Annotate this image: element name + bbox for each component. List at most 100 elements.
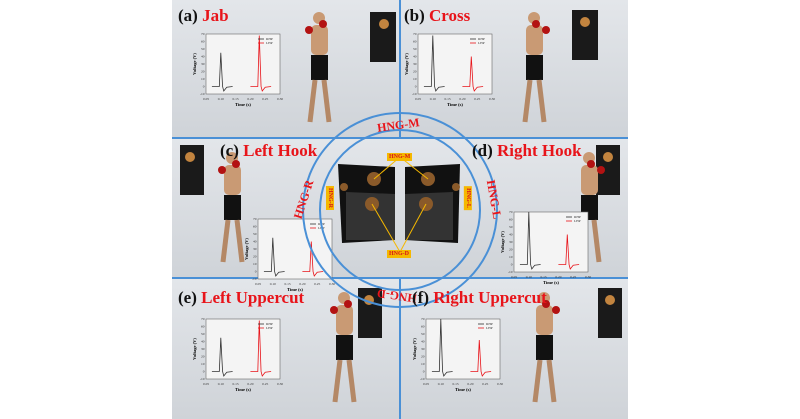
- lhp-series: [558, 234, 580, 270]
- boxer-figure: [532, 292, 560, 403]
- panel-e-title: (e) Left Uppercut: [178, 288, 305, 307]
- y-tick: 60: [253, 225, 257, 229]
- y-tick: 0: [511, 263, 513, 267]
- x-tick: 0.30: [585, 275, 591, 279]
- rhp-series: [519, 211, 541, 270]
- y-tick: 10: [201, 77, 205, 81]
- x-tick: 0.25: [314, 282, 320, 286]
- legend-LHP: LHP: [486, 326, 493, 330]
- x-tick: 0.05: [415, 97, 421, 101]
- y-tick: 20: [413, 70, 417, 74]
- y-tick: 60: [201, 325, 205, 329]
- y-tick: 10: [201, 362, 205, 366]
- x-tick: 0.15: [453, 382, 459, 386]
- x-tick: 0.25: [482, 382, 488, 386]
- legend-RHP: RHP: [486, 322, 493, 326]
- y-tick: 20: [253, 255, 257, 259]
- y-tick: 20: [201, 70, 205, 74]
- x-tick: 0.15: [541, 275, 547, 279]
- x-tick: 0.25: [262, 382, 268, 386]
- x-axis-label: Time (s): [235, 102, 251, 107]
- y-tick: 70: [421, 317, 425, 321]
- y-tick: 0: [423, 370, 425, 374]
- y-tick: 60: [201, 40, 205, 44]
- y-tick: 40: [421, 340, 425, 344]
- y-tick: 70: [413, 32, 417, 36]
- x-tick: 0.10: [218, 97, 224, 101]
- x-tick: 0.20: [459, 97, 465, 101]
- x-tick: 0.25: [262, 97, 268, 101]
- x-tick: 0.15: [285, 282, 291, 286]
- y-tick: 50: [509, 225, 513, 229]
- y-axis-label: Voltage (V): [192, 338, 197, 360]
- panel-c-title: (c) Left Hook: [220, 141, 318, 160]
- y-tick: 20: [421, 355, 425, 359]
- legend-RHP: RHP: [266, 37, 273, 41]
- panel-d-title: (d) Right Hook: [472, 141, 582, 160]
- boxer-figure: [522, 12, 550, 123]
- y-tick: 20: [509, 248, 513, 252]
- legend-LHP: LHP: [574, 219, 581, 223]
- x-tick: 0.20: [247, 97, 253, 101]
- divider: [399, 278, 401, 419]
- y-tick: 40: [509, 233, 513, 237]
- y-tick: 50: [201, 47, 205, 51]
- y-axis-label: Voltage (V): [192, 53, 197, 75]
- panel-a-title: (a) Jab: [178, 6, 229, 25]
- y-tick: -10: [200, 377, 205, 381]
- y-tick: 60: [413, 40, 417, 44]
- x-tick: 0.30: [497, 382, 503, 386]
- y-tick: 30: [201, 347, 205, 351]
- x-tick: 0.05: [255, 282, 261, 286]
- y-tick: 60: [509, 218, 513, 222]
- y-axis-label: Voltage (V): [244, 238, 249, 260]
- lhp-series: [250, 320, 272, 377]
- x-tick: 0.05: [203, 97, 209, 101]
- lhp-series: [302, 241, 324, 277]
- x-axis-label: Time (s): [447, 102, 463, 107]
- tag-hng-r: HNG-R: [326, 186, 334, 210]
- rhp-series: [211, 52, 233, 92]
- y-tick: 20: [201, 355, 205, 359]
- y-tick: 50: [253, 232, 257, 236]
- tag-hng-d: HNG-D: [387, 250, 411, 258]
- y-tick: -10: [200, 92, 205, 96]
- y-tick: -10: [252, 277, 257, 281]
- y-tick: 70: [201, 317, 205, 321]
- y-tick: -10: [412, 92, 417, 96]
- y-axis-label: Voltage (V): [500, 231, 505, 253]
- x-axis-label: Time (s): [235, 387, 251, 392]
- boxer-figure: [305, 12, 332, 123]
- x-tick: 0.30: [277, 97, 283, 101]
- lhp-series: [250, 35, 272, 92]
- y-tick: 0: [203, 370, 205, 374]
- legend-LHP: LHP: [266, 326, 273, 330]
- y-tick: 30: [253, 247, 257, 251]
- rhp-series: [423, 35, 445, 92]
- legend-RHP: RHP: [266, 322, 273, 326]
- y-tick: 70: [253, 217, 257, 221]
- divider: [172, 137, 628, 139]
- y-tick: 10: [253, 262, 257, 266]
- y-tick: 40: [201, 55, 205, 59]
- x-tick: 0.20: [299, 282, 305, 286]
- y-tick: 0: [255, 270, 257, 274]
- x-tick: 0.10: [270, 282, 276, 286]
- x-axis-label: Time (s): [455, 387, 471, 392]
- y-tick: 0: [415, 85, 417, 89]
- x-tick: 0.20: [247, 382, 253, 386]
- y-tick: 40: [413, 55, 417, 59]
- x-tick: 0.25: [570, 275, 576, 279]
- panel-b-title: (b) Cross: [404, 6, 471, 25]
- y-tick: 30: [201, 62, 205, 66]
- lhp-series: [462, 56, 484, 92]
- rhp-series: [211, 337, 233, 377]
- y-tick: 40: [253, 240, 257, 244]
- x-tick: 0.10: [438, 382, 444, 386]
- x-tick: 0.10: [526, 275, 532, 279]
- y-tick: 70: [509, 210, 513, 214]
